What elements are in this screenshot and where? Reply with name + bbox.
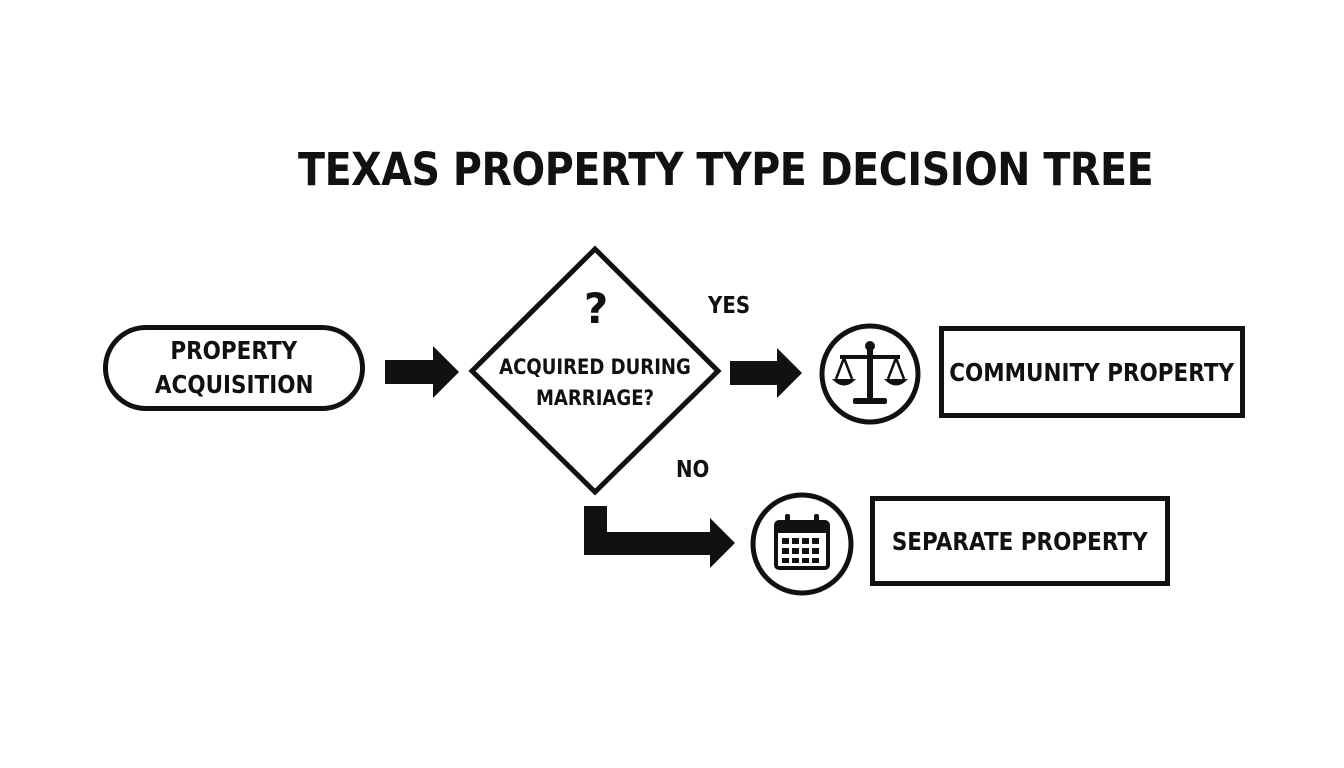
decision-line2: MARRIAGE?: [535, 386, 655, 410]
calendar-icon: [750, 492, 854, 596]
diagram-title: TEXAS PROPERTY TYPE DECISION TREE: [298, 143, 1154, 196]
community-property-box: COMMUNITY PROPERTY: [939, 326, 1245, 418]
decision-diamond: [468, 245, 722, 496]
separate-property-label: SEPARATE PROPERTY: [892, 526, 1148, 556]
start-node: PROPERTY ACQUISITION: [103, 325, 365, 411]
start-node-line2: ACQUISITION: [154, 370, 314, 399]
start-node-line1: PROPERTY: [170, 336, 298, 365]
yes-label: YES: [708, 293, 751, 319]
no-label: NO: [676, 457, 710, 483]
community-property-label: COMMUNITY PROPERTY: [949, 357, 1235, 387]
arrow-yes: [730, 348, 802, 398]
separate-property-box: SEPARATE PROPERTY: [870, 496, 1170, 586]
decision-label: ACQUIRED DURING MARRIAGE?: [478, 352, 712, 414]
arrow-no: [584, 506, 735, 568]
arrow-to-decision: [385, 346, 459, 398]
scales-of-justice-icon: [819, 323, 921, 425]
question-mark-icon: ?: [583, 284, 609, 333]
decision-line1: ACQUIRED DURING: [499, 355, 691, 379]
